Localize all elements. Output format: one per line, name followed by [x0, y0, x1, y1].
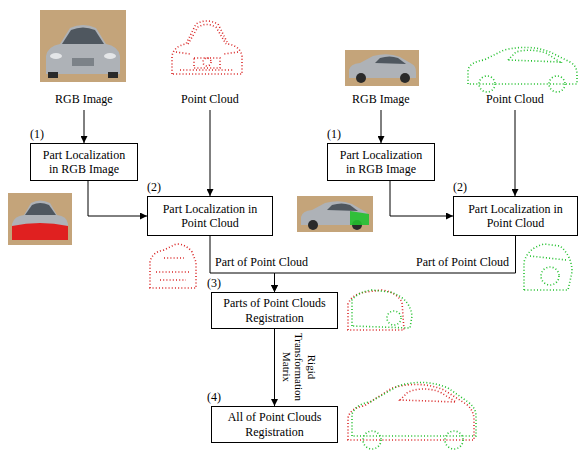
callout-number: (3)	[207, 277, 221, 291]
image-caption: Point Cloud	[181, 93, 239, 107]
connector-arrow	[274, 329, 275, 406]
connector-arrow	[275, 236, 516, 292]
registered-cloud	[348, 382, 476, 449]
image-caption: RGB Image	[55, 93, 113, 107]
connector-arrow	[390, 181, 453, 216]
edge-label: Part of Point Cloud	[214, 256, 309, 270]
part-cloud-green	[524, 244, 572, 290]
connector-arrow	[88, 181, 147, 216]
part-photo-front	[8, 193, 72, 245]
rgb-photo-front	[40, 10, 126, 82]
point-cloud-side	[468, 47, 577, 92]
point-cloud-front	[172, 21, 242, 74]
box-text: Part Localization in RGB Image	[39, 148, 129, 177]
callout-number: (2)	[147, 181, 161, 195]
edge-label: Part of Point Cloud	[415, 256, 510, 270]
box-text: Part Localization in RGB Image	[336, 148, 426, 177]
image-caption: RGB Image	[352, 93, 410, 107]
callout-number: (1)	[30, 128, 44, 142]
rgb-photo-side	[345, 50, 419, 86]
box-text: All of Point Clouds Registration	[220, 410, 329, 439]
process-box: All of Point Clouds Registration	[211, 406, 338, 443]
process-box: Parts of Point Clouds Registration	[211, 292, 338, 329]
box-text: Part Localization in Point Cloud	[156, 202, 264, 231]
callout-number: (4)	[207, 391, 221, 405]
box-text: Parts of Point Clouds Registration	[220, 296, 329, 325]
callout-number: (1)	[327, 128, 341, 142]
merged-part-cloud	[348, 290, 412, 330]
part-photo-side	[297, 196, 373, 232]
process-box: Part Localization in Point Cloud	[147, 196, 273, 236]
process-box: Part Localization in RGB Image	[327, 143, 435, 181]
image-caption: Point Cloud	[486, 93, 544, 107]
part-cloud-red	[150, 244, 196, 288]
process-box: Part Localization in Point Cloud	[453, 196, 578, 236]
process-box: Part Localization in RGB Image	[30, 143, 138, 181]
callout-number: (2)	[453, 181, 467, 195]
box-text: Part Localization in Point Cloud	[462, 202, 569, 231]
edge-label: Rigid Transformation Matrix	[280, 331, 318, 403]
input-arrows	[84, 110, 515, 196]
